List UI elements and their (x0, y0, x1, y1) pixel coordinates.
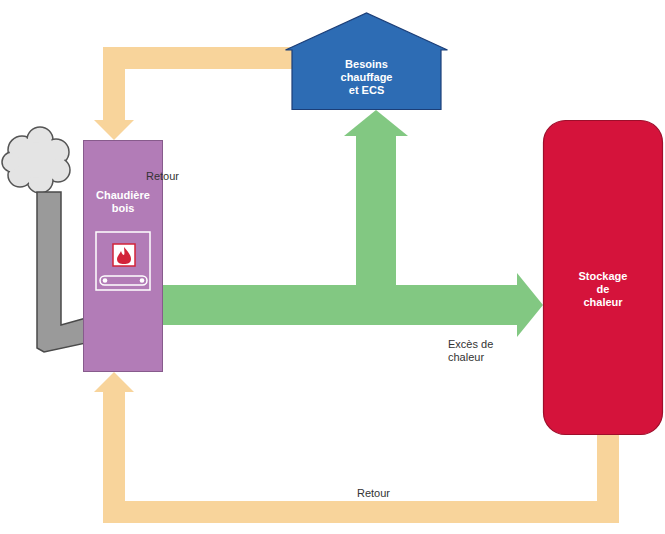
flow-band (114, 392, 608, 512)
flow-arrow (94, 58, 292, 140)
node-label: Chaudière bois (88, 189, 158, 215)
arrow-head (94, 372, 134, 392)
icon-flame-box (113, 244, 135, 266)
chimney-pipe (37, 192, 86, 352)
needs-house: Besoins chauffage et ECS (285, 12, 448, 110)
arrow-head (94, 120, 134, 140)
edge-label: Retour (146, 170, 206, 183)
tank-shape (544, 121, 663, 435)
smoke-fill (4, 154, 21, 171)
storage-tank: Stockage de chaleur (543, 120, 663, 435)
node-label: Stockage de chaleur (577, 270, 629, 309)
icon-frame (96, 232, 150, 290)
fire-icon (96, 232, 150, 290)
edge-label: Retour (357, 487, 417, 500)
icon-wheel (140, 278, 145, 283)
flow-band (163, 136, 376, 305)
flow-band (114, 58, 292, 120)
arrow-head (344, 110, 408, 136)
house-shape (286, 13, 448, 110)
icon-wheel (103, 278, 108, 283)
edge-label: Excès de chaleur (448, 338, 503, 364)
icon-grate (100, 276, 147, 285)
flow-arrow (94, 372, 608, 512)
flow-arrow (163, 110, 408, 305)
flow-arrow (163, 273, 543, 337)
node-label: Besoins chauffage et ECS (337, 58, 397, 97)
arrow-head (517, 273, 543, 337)
flow-band (163, 285, 517, 325)
icon-flame (117, 247, 131, 264)
smoke-fill (18, 142, 54, 178)
smoke-cloud (2, 127, 70, 193)
